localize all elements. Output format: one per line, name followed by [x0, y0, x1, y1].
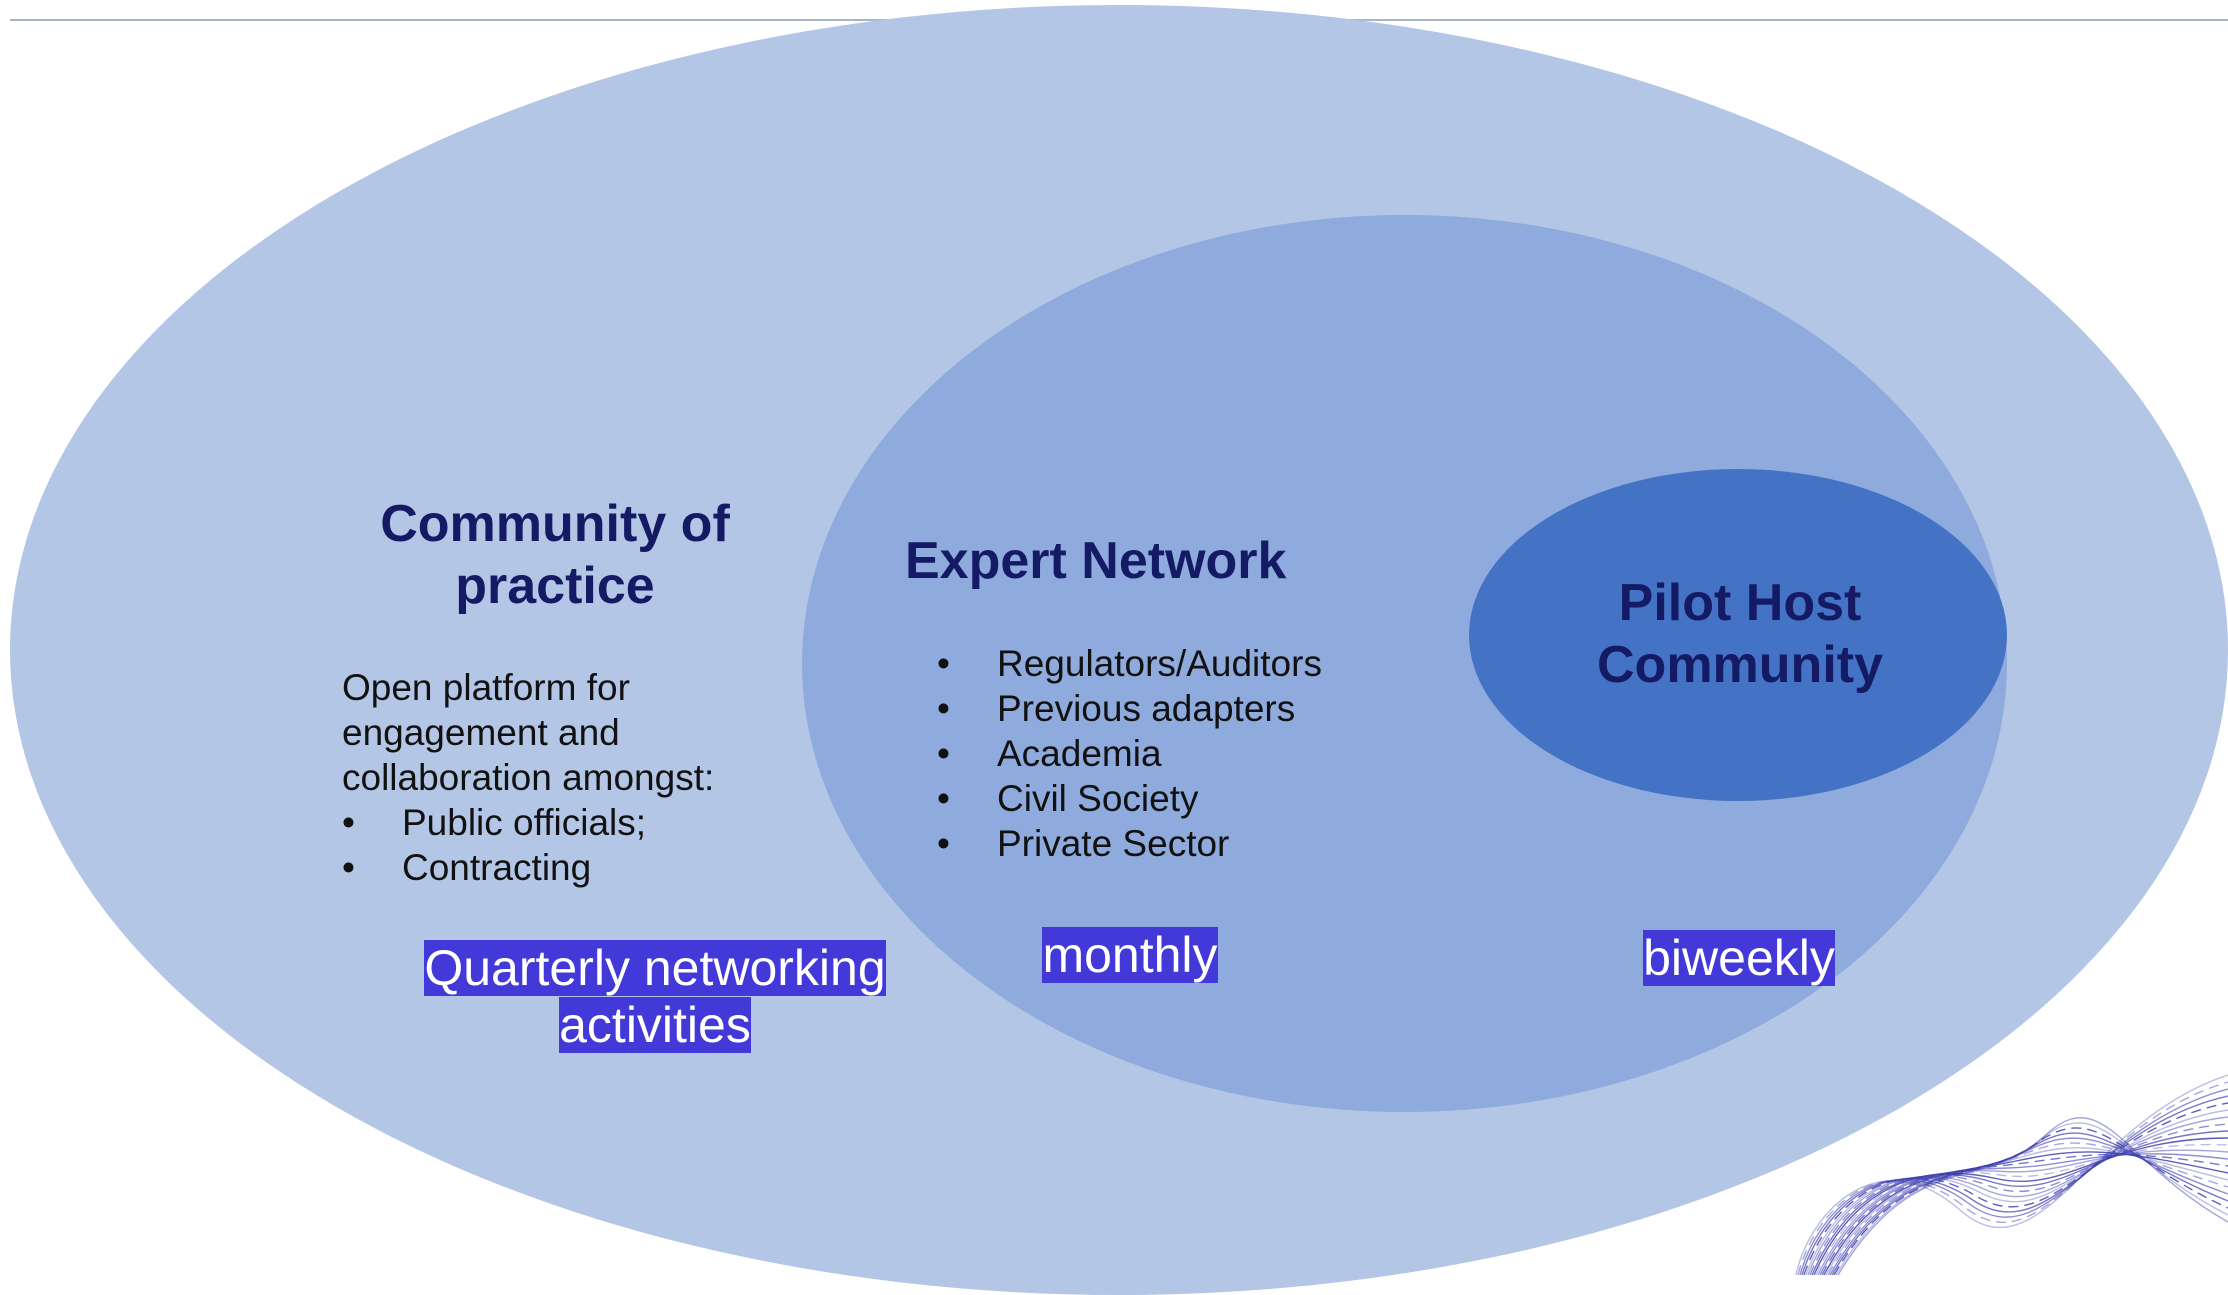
- decorative-wave-line: [1817, 1149, 2228, 1275]
- community-of-practice-list: Public officials; Contracting: [342, 800, 762, 890]
- list-item: Private Sector: [937, 821, 1457, 866]
- quarterly-frequency-label: Quarterly networking activities: [380, 940, 930, 1054]
- list-item: Public officials;: [342, 800, 762, 845]
- community-of-practice-title: Community of practice: [380, 495, 730, 616]
- decorative-wave-line: [1797, 1081, 2228, 1275]
- list-item: Regulators/Auditors: [937, 641, 1457, 686]
- community-of-practice-body: Open platform for engagement and collabo…: [342, 665, 762, 890]
- decorative-wave-line: [1813, 1137, 2228, 1275]
- decorative-wave-line: [1809, 1123, 2228, 1275]
- list-item: Academia: [937, 731, 1457, 776]
- expert-network-title: Expert Network: [905, 532, 1287, 590]
- community-of-practice-description: Open platform for engagement and collabo…: [342, 667, 715, 798]
- decorative-wave-line: [1801, 1095, 2228, 1275]
- list-item: Previous adapters: [937, 686, 1457, 731]
- decorative-wave-line: [1837, 1117, 2228, 1275]
- biweekly-frequency-label: biweekly: [1632, 930, 1846, 987]
- decorative-wave-line: [1835, 1122, 2228, 1275]
- biweekly-frequency-text: biweekly: [1643, 930, 1835, 986]
- monthly-frequency-text: monthly: [1042, 927, 1218, 983]
- expert-network-body: Regulators/Auditors Previous adapters Ac…: [937, 641, 1457, 866]
- list-item: Contracting: [342, 845, 762, 890]
- decorative-wave-line: [1799, 1088, 2228, 1275]
- decorative-wave-line: [1805, 1109, 2228, 1275]
- expert-network-list: Regulators/Auditors Previous adapters Ac…: [937, 641, 1457, 866]
- monthly-frequency-label: monthly: [1026, 927, 1234, 984]
- pilot-host-community-ellipse: [1469, 469, 2007, 801]
- decorative-wave-line: [1803, 1102, 2228, 1275]
- pilot-host-community-title: Pilot Host Community: [1597, 574, 1883, 695]
- decorative-wave-line: [1807, 1116, 2228, 1275]
- decorative-wave-line: [1795, 1074, 2228, 1275]
- list-item: Civil Society: [937, 776, 1457, 821]
- decorative-wave-lines: [1795, 1074, 2228, 1275]
- decorative-wave-line: [1811, 1130, 2228, 1275]
- decorative-wave-line: [1819, 1153, 2228, 1275]
- decorative-wave-line: [1815, 1143, 2228, 1275]
- quarterly-frequency-text: Quarterly networking activities: [424, 940, 886, 1053]
- decorative-wave-line: [1833, 1127, 2228, 1275]
